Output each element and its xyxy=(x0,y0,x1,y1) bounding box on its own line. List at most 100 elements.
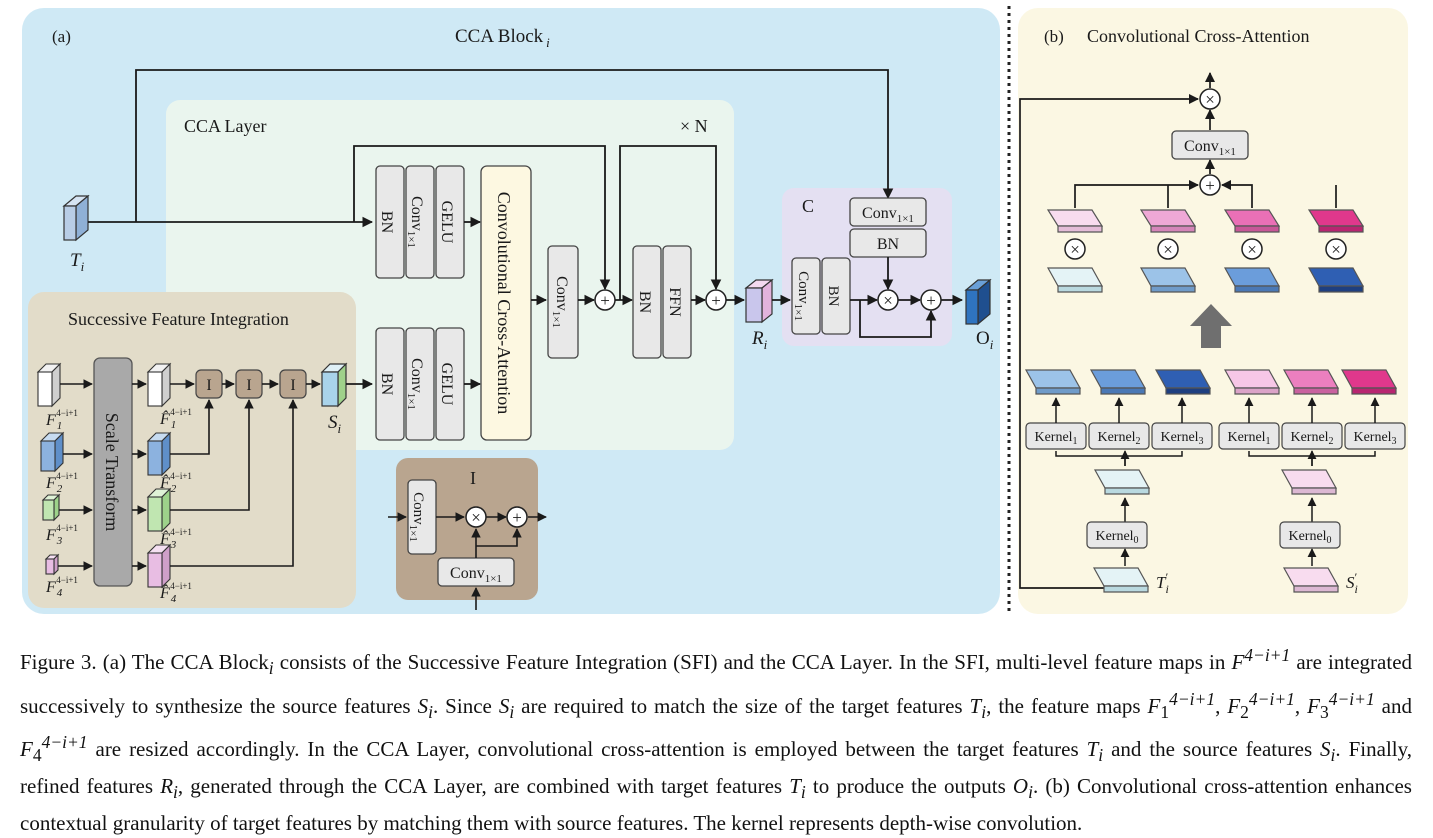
source-feature-cube xyxy=(320,362,348,408)
ffn-stack: BN FFN xyxy=(632,245,692,359)
svg-text:GELU: GELU xyxy=(438,363,455,406)
svg-text:×: × xyxy=(1331,240,1341,259)
svg-text:Kernel0: Kernel0 xyxy=(1095,529,1138,546)
refined-feature-cube xyxy=(744,278,774,324)
repeat-label: × N xyxy=(680,116,708,136)
svg-text:F24−i+1: F24−i+1 xyxy=(45,471,78,495)
target-feature-label: Ti xyxy=(70,250,85,274)
panel-b-conv-label: Conv1×1 xyxy=(1184,138,1236,158)
svg-text:I: I xyxy=(206,377,211,394)
scale-transform-label: Scale Transform xyxy=(102,413,122,532)
svg-text:+: + xyxy=(711,291,721,310)
input-feature-cubes xyxy=(36,362,65,576)
svg-text:Kernel3: Kernel3 xyxy=(1353,430,1396,447)
svg-text:Kernel0: Kernel0 xyxy=(1288,529,1331,546)
value-feature-tiles xyxy=(1046,267,1365,293)
source-branch-stack: BN Conv1×1 GELU xyxy=(375,327,465,441)
combine-conv-top xyxy=(849,197,927,227)
kernel-row: Kernel1 Kernel2 Kernel3 Kernel1 Kernel2 … xyxy=(1025,422,1406,450)
input-feature-labels: F14−i+1 F24−i+1 F34−i+1 F44−i+1 xyxy=(45,408,78,599)
svg-text:FFN: FFN xyxy=(666,287,683,317)
svg-text:BN: BN xyxy=(877,236,900,253)
panel-a-tag: (a) xyxy=(52,27,71,46)
svg-text:Kernel2: Kernel2 xyxy=(1290,430,1333,447)
attention-weight-tiles xyxy=(1046,209,1365,233)
svg-text:Kernel2: Kernel2 xyxy=(1097,430,1140,447)
combine-multiply xyxy=(877,289,899,311)
sfi-background xyxy=(28,292,356,608)
resized-feature-labels: F̂14−i+1 F̂24−i+1 F̂34−i+1 F̂44−i+1 xyxy=(159,407,192,605)
panel-b-multiply-row: × × × × xyxy=(1064,238,1347,260)
panel-b-sum xyxy=(1199,174,1221,196)
integration-add xyxy=(506,506,528,528)
svg-text:Kernel3: Kernel3 xyxy=(1160,430,1203,447)
kernel-output-tiles xyxy=(1024,369,1398,395)
target-kernel-zero xyxy=(1086,521,1148,549)
svg-text:F̂14−i+1: F̂14−i+1 xyxy=(159,407,192,431)
output-feature-cube xyxy=(964,278,992,326)
target-input-label: Ti′ xyxy=(1156,570,1169,596)
panel-b-title: Convolutional Cross-Attention xyxy=(1087,26,1310,46)
output-feature-label: Oi xyxy=(976,328,994,352)
panel-b-top-multiply xyxy=(1199,88,1221,110)
svg-text:F44−i+1: F44−i+1 xyxy=(45,575,78,599)
svg-text:×: × xyxy=(1070,240,1080,259)
target-residual-arrow xyxy=(353,145,611,291)
svg-text:Kernel1: Kernel1 xyxy=(1227,430,1270,447)
target-feature-cube xyxy=(62,194,90,242)
post-attention-conv-label: Conv1×1 xyxy=(550,276,570,328)
resized-feature-cubes xyxy=(146,362,172,589)
cca-layer-title: CCA Layer xyxy=(184,116,267,136)
cross-attention-module xyxy=(480,165,532,441)
svg-text:+: + xyxy=(512,508,522,527)
source-kernel-zero xyxy=(1279,521,1341,549)
svg-text:F̂44−i+1: F̂44−i+1 xyxy=(159,581,192,605)
combine-conv-stack: Conv1×1 BN xyxy=(791,257,851,335)
svg-text:I: I xyxy=(290,377,295,394)
integration-chain: I I I xyxy=(195,369,307,399)
svg-text:×: × xyxy=(1163,240,1173,259)
integration-unit-title: I xyxy=(470,468,476,488)
panel-b-tag: (b) xyxy=(1044,27,1064,46)
sfi-title: Successive Feature Integration xyxy=(68,309,289,329)
svg-text:F34−i+1: F34−i+1 xyxy=(45,523,78,547)
figure-caption: Figure 3. (a) The CCA Blocki consists of… xyxy=(20,645,1413,835)
target-skip-arrow xyxy=(135,69,894,222)
svg-text:F̂34−i+1: F̂34−i+1 xyxy=(159,527,192,551)
svg-text:F̂24−i+1: F̂24−i+1 xyxy=(159,471,192,495)
svg-text:BN: BN xyxy=(378,211,395,234)
svg-text:F14−i+1: F14−i+1 xyxy=(45,408,78,432)
svg-text:×: × xyxy=(1247,240,1257,259)
svg-text:BN: BN xyxy=(825,286,841,307)
combine-conv-top-label: Conv1×1 xyxy=(862,205,914,225)
scale-transform-module xyxy=(93,357,133,587)
combine-add xyxy=(920,289,942,311)
svg-text:+: + xyxy=(1205,176,1215,195)
panel-b-conv xyxy=(1171,130,1249,160)
target-branch-stack: BN Conv1×1 GELU xyxy=(375,165,465,279)
input-tiles xyxy=(1092,567,1340,593)
svg-text:×: × xyxy=(883,291,893,310)
svg-text:BN: BN xyxy=(378,373,395,396)
svg-text:GELU: GELU xyxy=(438,201,455,244)
svg-text:Conv1×1: Conv1×1 xyxy=(405,358,425,410)
svg-text:+: + xyxy=(926,291,936,310)
integration-conv-vertical-label: Conv1×1 xyxy=(407,492,426,542)
svg-text:×: × xyxy=(1205,90,1215,109)
svg-text:Kernel1: Kernel1 xyxy=(1034,430,1077,447)
integration-multiply xyxy=(465,506,487,528)
source-input-label: Si′ xyxy=(1346,570,1358,596)
svg-text:I: I xyxy=(246,377,251,394)
svg-text:×: × xyxy=(471,508,481,527)
up-arrow-icon xyxy=(1190,304,1232,348)
svg-text:Conv1×1: Conv1×1 xyxy=(405,196,425,248)
source-feature-label: Si xyxy=(328,412,342,436)
integration-conv-horizontal-label: Conv1×1 xyxy=(450,565,502,585)
post-attention-conv xyxy=(547,245,579,359)
cross-attention-label: Convolutional Cross-Attention xyxy=(494,192,514,415)
svg-text:+: + xyxy=(600,291,610,310)
svg-text:Conv1×1: Conv1×1 xyxy=(792,271,811,321)
refined-feature-label: Ri xyxy=(751,328,768,352)
